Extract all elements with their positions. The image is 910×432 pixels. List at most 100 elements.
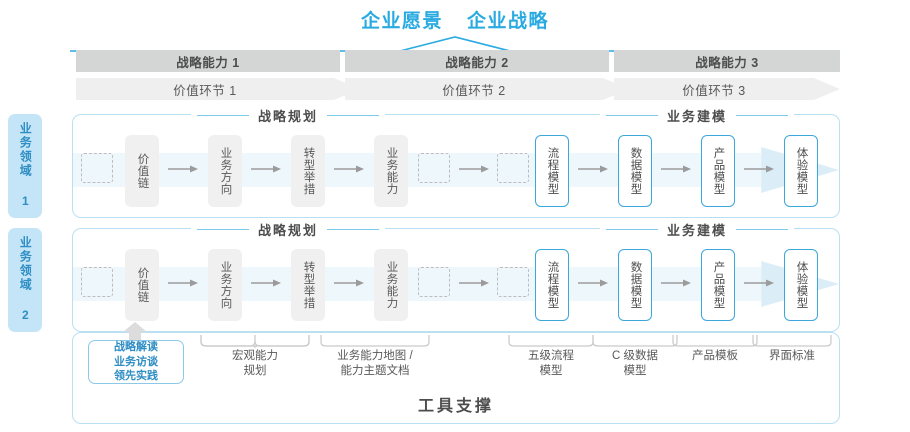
enterprise-strategy-title: 企业战略 <box>467 11 550 32</box>
annotation-macro-capability-planning: 宏观能力 规划 <box>200 349 310 379</box>
node-transformation-measures-1-label: 转型举措 <box>302 147 315 195</box>
node-data-model-1[interactable]: 数据模型 <box>618 135 652 207</box>
value-bar-3: 价值环节 3 <box>614 78 814 100</box>
node-business-capability-1-label: 业务能力 <box>385 147 398 195</box>
node-product-model-1[interactable]: 产品模型 <box>701 135 735 207</box>
annotation-product-template: 产品模板 <box>672 349 758 364</box>
value-bar-1-label: 价值环节 1 <box>173 83 237 98</box>
node-process-model-2[interactable]: 流程模型 <box>535 249 569 321</box>
node-business-direction-1-label: 业务方向 <box>219 147 232 195</box>
side-label-domain-2: 业务领域 2 <box>8 228 42 332</box>
annotation-c-level-data-model: C 级数据 模型 <box>592 349 678 379</box>
arrow-icon <box>744 165 774 173</box>
node-experience-model-2[interactable]: 体验模型 <box>784 249 818 321</box>
flow-placeholder <box>497 153 529 183</box>
capability-bar-1: 战略能力 1 <box>76 50 340 72</box>
node-data-model-2[interactable]: 数据模型 <box>618 249 652 321</box>
section-rule-left <box>197 228 249 231</box>
flow-placeholder <box>418 153 450 183</box>
node-transformation-measures-1[interactable]: 转型举措 <box>291 135 325 207</box>
business-domain-row-2: 战略规划 业务建模 价值链 业务方向 转型举措 业务能力 流程模型 <box>72 220 840 332</box>
arrow-icon <box>251 279 281 287</box>
business-domain-row-1: 战略规划 业务建模 价值链 业务方向 转型举措 业务能力 流程模型 <box>72 106 840 218</box>
up-arrow-icon <box>123 322 147 342</box>
bracket-process-model <box>508 335 594 347</box>
node-business-capability-2-label: 业务能力 <box>385 261 398 309</box>
value-bar-2: 价值环节 2 <box>345 78 603 100</box>
node-process-model-1-label: 流程模型 <box>546 147 559 195</box>
node-transformation-measures-2-label: 转型举措 <box>302 261 315 309</box>
section-header-modeling-1: 业务建模 <box>600 106 795 125</box>
annotation-capability-map-label: 业务能力地图 / 能力主题文档 <box>337 350 413 378</box>
section-rule-right <box>327 114 380 117</box>
value-chevron-background <box>76 78 840 100</box>
node-business-capability-2[interactable]: 业务能力 <box>374 249 408 321</box>
arrow-icon <box>168 165 198 173</box>
capability-bar-3-label: 战略能力 3 <box>695 55 759 70</box>
annotation-strategy-interpretation-box: 战略解读 业务访谈 领先实践 <box>88 340 184 384</box>
node-value-chain-1[interactable]: 价值链 <box>125 135 159 207</box>
node-experience-model-2-label: 体验模型 <box>795 261 808 309</box>
bracket-data-model <box>592 335 678 347</box>
tool-box-line-3: 领先实践 <box>114 370 158 383</box>
node-business-direction-2[interactable]: 业务方向 <box>208 249 242 321</box>
flow-placeholder <box>497 267 529 297</box>
section-header-modeling-2: 业务建模 <box>600 220 795 239</box>
tool-box-line-1: 战略解读 <box>114 341 158 354</box>
arrow-icon <box>334 165 364 173</box>
node-business-direction-1[interactable]: 业务方向 <box>208 135 242 207</box>
bracket-macro-capability <box>200 335 310 348</box>
section-rule-left <box>606 228 658 231</box>
flow-placeholder <box>418 267 450 297</box>
node-value-chain-1-label: 价值链 <box>136 153 149 189</box>
node-product-model-1-label: 产品模型 <box>712 147 725 195</box>
section-header-planning-2: 战略规划 <box>191 220 386 239</box>
node-experience-model-1[interactable]: 体验模型 <box>784 135 818 207</box>
node-experience-model-1-label: 体验模型 <box>795 147 808 195</box>
tool-support-container <box>72 332 840 424</box>
side-label-domain-2-text: 业务领域 2 <box>18 236 33 324</box>
enterprise-vision-title: 企业愿景 <box>360 11 443 32</box>
section-rule-right <box>736 114 789 117</box>
section-rule-left <box>197 114 249 117</box>
node-value-chain-2-label: 价值链 <box>136 267 149 303</box>
node-process-model-2-label: 流程模型 <box>546 261 559 309</box>
arrow-icon <box>661 279 691 287</box>
section-header-modeling-1-label: 业务建模 <box>667 109 728 124</box>
flow-placeholder <box>81 153 113 183</box>
annotation-product-template-label: 产品模板 <box>692 350 738 362</box>
capability-bar-1-label: 战略能力 1 <box>176 55 240 70</box>
section-header-planning-1-label: 战略规划 <box>258 109 319 124</box>
arrow-icon <box>334 279 364 287</box>
arrow-icon <box>578 279 608 287</box>
tool-support-title: 工具支撑 <box>417 398 494 415</box>
node-data-model-1-label: 数据模型 <box>629 147 642 195</box>
arrow-icon <box>661 165 691 173</box>
value-bar-2-label: 价值环节 2 <box>442 83 506 98</box>
value-bar-3-label: 价值环节 3 <box>682 83 746 98</box>
annotation-c-level-data-model-label: C 级数据 模型 <box>612 350 658 378</box>
arrow-icon <box>578 165 608 173</box>
annotation-five-level-process-model: 五级流程 模型 <box>508 349 594 379</box>
annotation-capability-map: 业务能力地图 / 能力主题文档 <box>320 349 430 379</box>
node-product-model-2[interactable]: 产品模型 <box>701 249 735 321</box>
node-value-chain-2[interactable]: 价值链 <box>125 249 159 321</box>
side-label-domain-1: 业务领域 1 <box>8 114 42 218</box>
side-label-domain-1-text: 业务领域 1 <box>18 122 33 210</box>
bracket-capability-map <box>320 335 430 347</box>
node-business-capability-1[interactable]: 业务能力 <box>374 135 408 207</box>
value-bar-1: 价值环节 1 <box>76 78 334 100</box>
node-data-model-2-label: 数据模型 <box>629 261 642 309</box>
node-process-model-1[interactable]: 流程模型 <box>535 135 569 207</box>
section-rule-right <box>736 228 789 231</box>
section-header-planning-1: 战略规划 <box>191 106 386 125</box>
annotation-ui-standard-label: 界面标准 <box>769 350 815 362</box>
bracket-product-template <box>672 335 758 347</box>
capability-bar-3: 战略能力 3 <box>614 50 840 72</box>
arrow-icon <box>744 279 774 287</box>
section-header-planning-2-label: 战略规划 <box>258 223 319 238</box>
bracket-ui-standard <box>752 335 832 347</box>
node-transformation-measures-2[interactable]: 转型举措 <box>291 249 325 321</box>
section-rule-right <box>327 228 380 231</box>
